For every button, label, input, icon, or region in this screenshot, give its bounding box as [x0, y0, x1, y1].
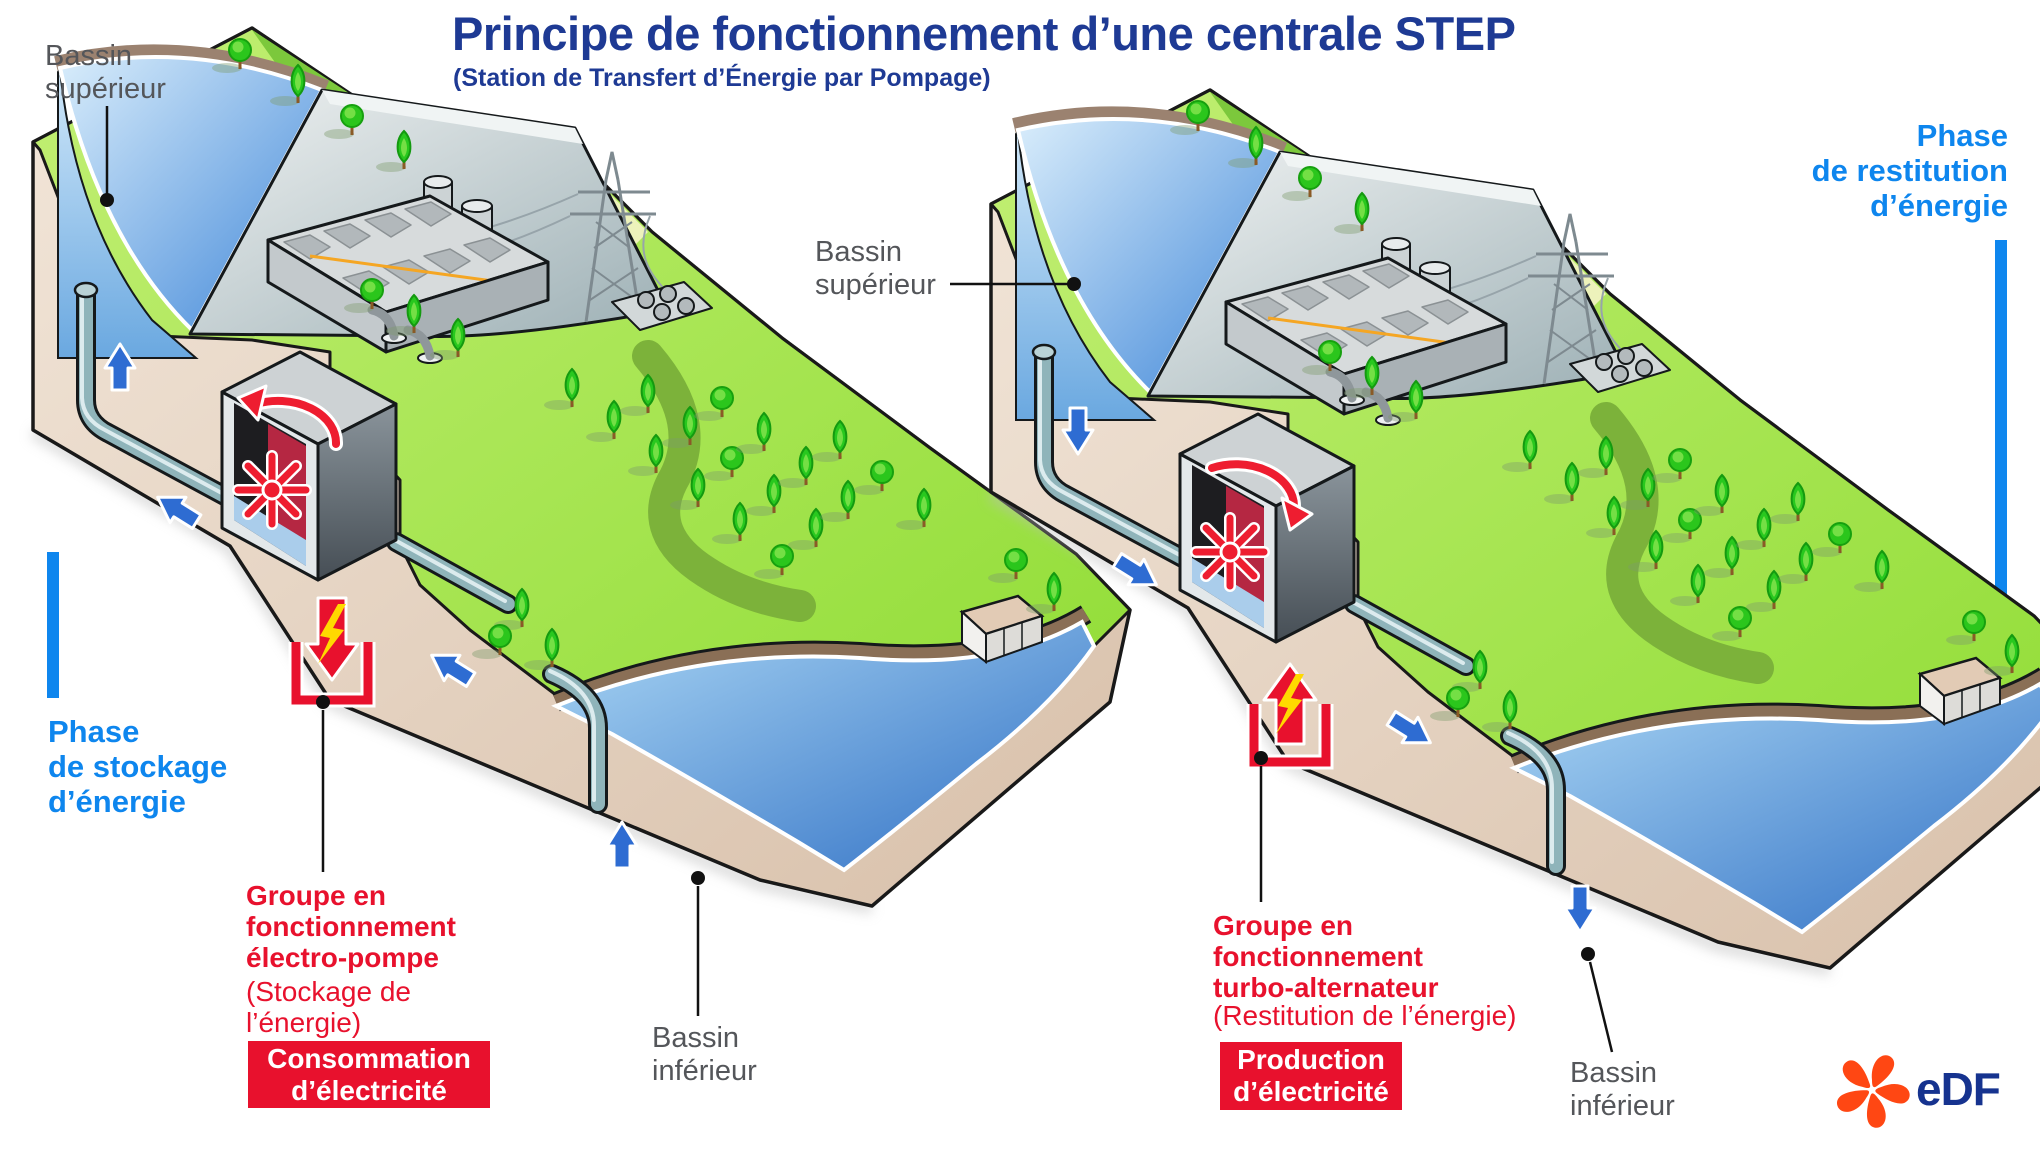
- label-line: (Stockage de: [246, 976, 411, 1007]
- edf-flame-icon: [1837, 1055, 1910, 1128]
- label-line: inférieur: [1570, 1090, 1675, 1122]
- page-subtitle: (Station de Transfert d’Énergie par Pomp…: [453, 64, 991, 92]
- label-line: de restitution: [1811, 153, 2008, 188]
- label-line: Groupe en: [1213, 910, 1354, 941]
- label-line: Groupe en: [246, 880, 387, 911]
- label-storage-phase: Phase de stockage d’énergie: [48, 714, 227, 819]
- badge-line: d’électricité: [291, 1074, 447, 1106]
- lightning-bolt-icon: [1276, 674, 1304, 734]
- label-left-basin-upper: Bassin supérieur: [45, 40, 166, 106]
- storage-phase-bar: [47, 552, 59, 698]
- badge-line: Production: [1237, 1044, 1385, 1075]
- label-line: turbo-alternateur: [1213, 972, 1439, 1003]
- electricity-production-icon: [1246, 662, 1334, 770]
- label-line: supérieur: [45, 73, 166, 105]
- label-line: fonctionnement: [1213, 941, 1423, 972]
- label-line: Bassin: [815, 236, 903, 268]
- label-right-basin-lower: Bassin inférieur: [1570, 1057, 1675, 1123]
- edf-logo-text: eDF: [1916, 1063, 2001, 1115]
- label-line: Phase: [48, 714, 140, 749]
- label-right-basin-upper: Bassin supérieur: [815, 236, 936, 302]
- label-line: Bassin: [652, 1022, 740, 1054]
- badge-line: Consommation: [267, 1042, 471, 1074]
- label-left-basin-lower: Bassin inférieur: [652, 1022, 757, 1088]
- label-line: de stockage: [48, 749, 228, 784]
- label-line: inférieur: [652, 1055, 757, 1087]
- badge-production: Production d’électricité: [1220, 1042, 1402, 1110]
- electricity-consumption-icon: [288, 596, 376, 708]
- label-right-group: Groupe en fonctionnement turbo-alternate…: [1213, 910, 1439, 1003]
- rotation-ccw-icon: [236, 384, 343, 451]
- logo-card: [1798, 1020, 2040, 1161]
- label-line: l’énergie): [246, 1007, 362, 1038]
- label-line: Bassin: [45, 40, 133, 72]
- note-right-group: (Restitution de l’énergie): [1213, 1000, 1517, 1031]
- label-line: (Restitution de l’énergie): [1213, 1000, 1517, 1031]
- label-line: Bassin: [1570, 1057, 1658, 1089]
- label-left-group: Groupe en fonctionnement électro-pompe: [246, 880, 456, 973]
- restitution-phase-bar: [1995, 240, 2007, 700]
- label-line: Phase: [1916, 118, 2008, 153]
- lightning-bolt-icon: [318, 604, 346, 664]
- label-line: d’énergie: [48, 784, 186, 819]
- note-left-group: (Stockage de l’énergie): [246, 976, 411, 1038]
- label-line: d’énergie: [1870, 188, 2008, 223]
- label-restitution-phase: Phase de restitution d’énergie: [1640, 118, 2008, 223]
- rotation-cw-icon: [1205, 457, 1314, 532]
- leader-lines: [100, 106, 1614, 1053]
- label-line: fonctionnement: [246, 911, 456, 942]
- badge-line: d’électricité: [1233, 1076, 1389, 1107]
- edf-logo: [1798, 1020, 2040, 1161]
- left-scene-overlays: [103, 342, 639, 870]
- badge-consumption: Consommation d’électricité: [248, 1041, 490, 1108]
- label-line: supérieur: [815, 269, 936, 301]
- label-line: électro-pompe: [246, 942, 439, 973]
- right-scene-overlays: [1061, 406, 1597, 934]
- page-title: Principe de fonctionnement d’une central…: [452, 7, 1516, 60]
